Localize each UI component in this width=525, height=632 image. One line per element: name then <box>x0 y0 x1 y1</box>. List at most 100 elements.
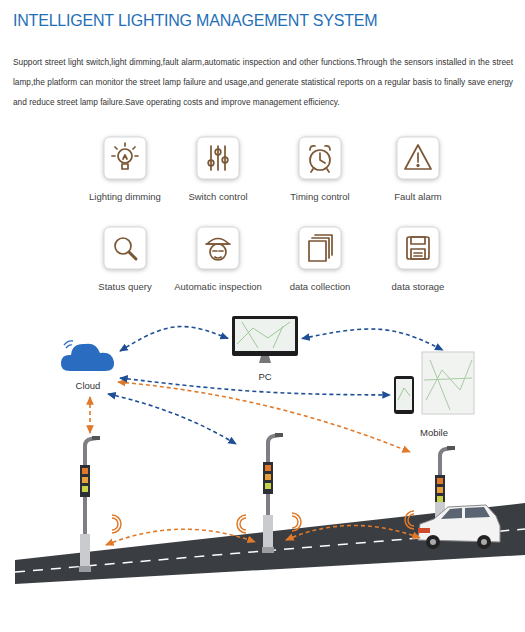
drawing-part <box>129 252 136 259</box>
car-window <box>441 508 462 519</box>
node-label: Cloud <box>74 380 103 391</box>
drawing-part <box>112 515 121 533</box>
drawing-part <box>263 515 273 547</box>
data-link <box>302 329 443 350</box>
node-label: Timing control <box>270 191 370 202</box>
drawing-part <box>298 226 342 270</box>
drawing-part <box>115 238 136 259</box>
drawing-part <box>240 518 246 530</box>
car-light <box>418 528 430 533</box>
function-icon: data storage <box>368 226 468 292</box>
drawing-part <box>237 322 290 348</box>
drawing-part <box>82 486 88 492</box>
function-icon: Switch control <box>168 136 268 202</box>
node-label: Mobile <box>418 427 450 438</box>
data-link <box>120 327 228 351</box>
node-label: PC <box>256 371 273 382</box>
drawing-part <box>397 227 439 269</box>
pc-device: PC <box>228 314 302 384</box>
drawing-part <box>437 487 443 493</box>
drawing-part <box>424 360 472 410</box>
drawing-part <box>405 145 431 169</box>
drawing-part <box>56 333 120 375</box>
drawing-part <box>265 474 271 480</box>
car <box>418 505 500 549</box>
drawing-part <box>411 237 425 244</box>
drawing-part <box>79 566 91 572</box>
drawing-part <box>312 235 332 258</box>
drawing-part <box>411 249 425 259</box>
function-icon: Timing control <box>270 136 370 202</box>
node-label: data storage <box>368 281 468 292</box>
node-label: Automatic inspection <box>168 281 268 292</box>
data-link <box>120 378 390 395</box>
drawing-part <box>417 153 419 162</box>
drawing-part <box>309 235 332 261</box>
car-wheel <box>426 535 440 549</box>
drawing-part <box>197 137 239 179</box>
drawing-part <box>437 496 443 502</box>
road <box>15 503 525 584</box>
drawing-part <box>112 518 118 530</box>
drawing-part <box>206 239 230 261</box>
car-hub <box>430 539 436 545</box>
function-icon: Lighting dimming <box>75 136 175 202</box>
wireless-link <box>286 525 420 540</box>
drawing-part <box>215 149 221 155</box>
function-icon: data collection <box>270 226 370 292</box>
node-label: Status query <box>75 281 175 292</box>
drawing-part <box>235 319 295 351</box>
street-lamps <box>79 433 455 572</box>
drawing-part <box>397 137 439 179</box>
drawing-part <box>82 477 88 483</box>
node-label: data collection <box>270 281 370 292</box>
drawing-part <box>208 160 214 166</box>
drawing-part <box>237 515 246 533</box>
car-wheel <box>477 535 491 549</box>
drawing-part <box>299 137 341 179</box>
drawing-part <box>104 227 146 269</box>
drawing-part <box>61 344 114 371</box>
drawing-part <box>292 516 298 528</box>
drawing-part <box>196 226 240 270</box>
wireless-link <box>89 397 91 433</box>
drawing-part <box>103 136 147 180</box>
mobile-device: Mobile <box>390 350 478 440</box>
car-hub <box>481 539 487 545</box>
drawing-part <box>104 137 146 179</box>
drawing-part <box>292 513 301 531</box>
drawing-part <box>405 145 431 169</box>
wireless-links <box>90 382 420 545</box>
drawing-part <box>309 241 326 261</box>
function-icon: Status query <box>75 226 175 292</box>
drawing-part <box>396 136 440 180</box>
drawing-part <box>208 146 228 170</box>
cloud-device: Cloud <box>56 333 120 393</box>
drawing-part <box>422 352 474 414</box>
drawing-part <box>92 436 100 440</box>
drawing-part <box>394 376 414 414</box>
drawing-part <box>103 226 147 270</box>
drawing-part <box>408 514 414 526</box>
drawing-part <box>259 356 271 363</box>
node-label: Lighting dimming <box>75 191 175 202</box>
drawing-part <box>437 478 443 484</box>
drawing-part <box>298 136 342 180</box>
drawing-part <box>390 350 478 422</box>
drawing-part <box>206 244 230 258</box>
drawing-part <box>407 237 429 259</box>
page-title: INTELLIGENT LIGHTING MANAGEMENT SYSTEM <box>13 12 377 30</box>
drawing-part <box>228 314 302 366</box>
drawing-part <box>265 483 271 489</box>
drawing-part <box>263 462 273 494</box>
drawing-part <box>80 465 90 497</box>
node-label: Fault alarm <box>368 191 468 202</box>
drawing-part <box>310 146 330 172</box>
drawing-part <box>197 227 239 269</box>
drawing-part <box>80 534 90 566</box>
drawing-part <box>82 468 88 474</box>
drawing-part <box>64 341 73 348</box>
drawing-part <box>265 465 271 471</box>
drawing-part <box>232 316 298 356</box>
